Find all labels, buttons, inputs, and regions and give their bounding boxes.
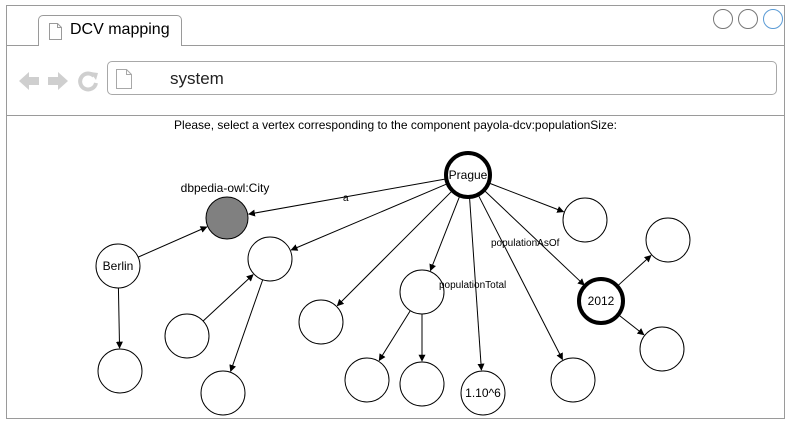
edge-prague-to-n_mid: [336, 190, 453, 307]
vertex-n_mid[interactable]: [298, 299, 344, 345]
window-minimize-button[interactable]: [713, 9, 733, 29]
reload-icon[interactable]: [77, 70, 99, 92]
vertex-berlin[interactable]: [95, 243, 141, 289]
back-arrow-icon[interactable]: [18, 70, 40, 92]
edge-prague-to-n_top_right: [488, 182, 565, 213]
document-icon: [49, 23, 62, 40]
address-text: system: [170, 69, 224, 88]
edge-label: a: [343, 193, 349, 204]
page-icon: [116, 69, 132, 89]
edge-n_left_low-to-n_mid_left: [202, 274, 254, 322]
address-bar[interactable]: system: [107, 61, 777, 95]
browser-window: DCV mapping system Please, select a vert…: [6, 5, 785, 419]
vertex-city[interactable]: [205, 196, 249, 240]
edge-n_center-to-n_bottom1: [378, 310, 411, 362]
edge-prague-to-n_center: [429, 195, 461, 272]
class-label: dbpedia-owl:City: [181, 181, 270, 195]
edge-prague-to-city: [247, 178, 447, 217]
vertex-label: 2012: [588, 294, 615, 308]
tab-label: DCV mapping: [70, 21, 170, 38]
vertex-n_left_bottom[interactable]: [200, 370, 246, 416]
vertex-n_center[interactable]: [399, 269, 445, 315]
tab-baseline-left: [7, 45, 38, 46]
edge-label: populationAsOf: [491, 238, 560, 249]
edge-berlin-to-n_berlin_below: [115, 287, 123, 349]
edge-n_2012-to-n_tr2: [616, 255, 652, 287]
edge-prague-to-n_mid_left: [290, 183, 448, 251]
edge-n_mid_left-to-n_left_bottom: [229, 279, 264, 372]
vertex-n_left_low[interactable]: [164, 313, 210, 359]
vertex-n_2012[interactable]: [577, 277, 625, 325]
edge-prague-to-n_2012: [483, 189, 585, 286]
edge-prague-to-n_bottom4: [477, 194, 563, 361]
vertex-n_br2[interactable]: [639, 326, 685, 372]
tab-dcv-mapping[interactable]: DCV mapping: [38, 15, 182, 46]
edge-label: populationTotal: [439, 280, 506, 291]
edge-prague-to-n_pop_total: [469, 196, 485, 371]
vertex-prague[interactable]: [444, 151, 492, 199]
vertex-label: Prague: [449, 168, 488, 182]
tab-bar: DCV mapping: [7, 6, 784, 46]
edge-n_2012-to-n_br2: [617, 314, 645, 336]
vertex-n_tr2[interactable]: [645, 217, 691, 263]
vertex-n_mid_left[interactable]: [247, 236, 293, 282]
vertex-label: Berlin: [103, 259, 134, 273]
vertex-n_bottom4[interactable]: [550, 357, 596, 403]
tab-baseline-right: [182, 45, 784, 46]
vertex-label: 1.10^6: [465, 386, 501, 400]
vertex-n_berlin_below[interactable]: [97, 348, 143, 394]
vertex-n_top_right[interactable]: [562, 197, 608, 243]
forward-arrow-icon[interactable]: [47, 70, 69, 92]
vertex-n_bottom2[interactable]: [399, 361, 445, 407]
window-close-button[interactable]: [763, 9, 783, 29]
toolbar-separator: [7, 115, 784, 116]
vertex-n_pop_total[interactable]: [460, 370, 506, 416]
edge-berlin-to-city: [137, 226, 208, 258]
instruction-text: Please, select a vertex corresponding to…: [174, 118, 617, 132]
window-maximize-button[interactable]: [738, 9, 758, 29]
vertex-n_bottom1[interactable]: [344, 357, 390, 403]
